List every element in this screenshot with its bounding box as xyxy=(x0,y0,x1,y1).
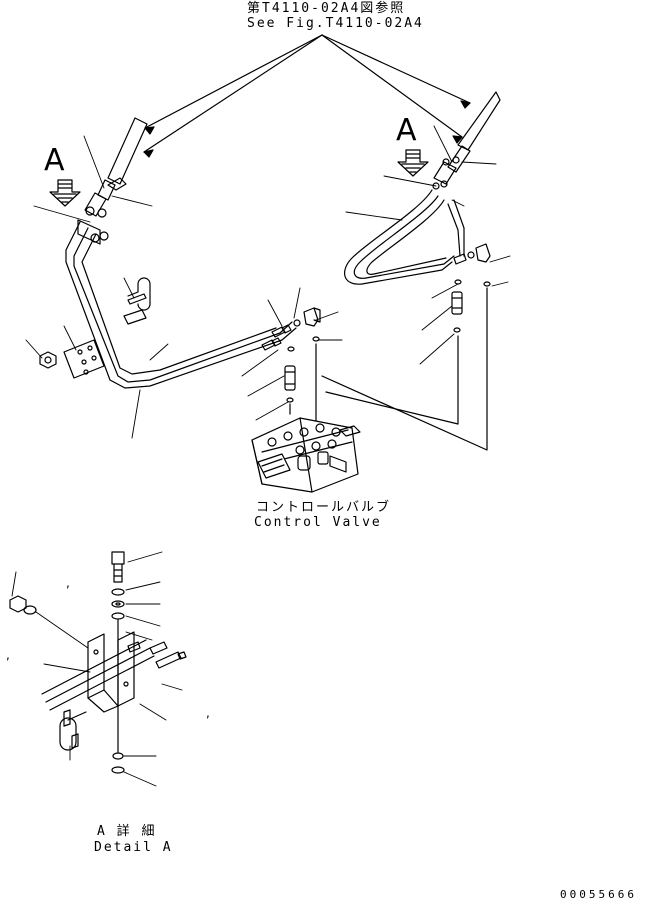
stray-mark-3: , xyxy=(206,706,210,720)
drawing-number: 00055666 xyxy=(560,888,637,901)
reference-label-en: See Fig.T4110-02A4 xyxy=(247,16,424,31)
detail-label-en: Detail A xyxy=(94,840,173,855)
stray-mark-1: , xyxy=(66,576,70,590)
stray-mark-2: , xyxy=(6,648,10,662)
right-hose-assembly xyxy=(344,91,501,333)
detail-a-drawing xyxy=(9,551,187,774)
view-marker-right: A xyxy=(396,113,417,148)
leader-lines-upper xyxy=(25,125,511,439)
connection-lines xyxy=(289,287,488,451)
control-valve-label-jp: コントロールバルブ xyxy=(256,500,392,515)
detail-label-jp: A 詳 細 xyxy=(97,824,157,839)
leader-lines-detail xyxy=(11,551,183,787)
view-arrow-right xyxy=(397,149,429,177)
reference-label-jp: 第T4110-02A4図参照 xyxy=(247,1,406,16)
reference-arrows xyxy=(143,34,471,158)
control-valve-label-en: Control Valve xyxy=(254,515,382,530)
left-hose-assembly xyxy=(39,117,321,403)
control-valve-body xyxy=(251,417,361,493)
view-marker-left: A xyxy=(44,143,65,178)
view-arrow-left xyxy=(49,179,81,207)
